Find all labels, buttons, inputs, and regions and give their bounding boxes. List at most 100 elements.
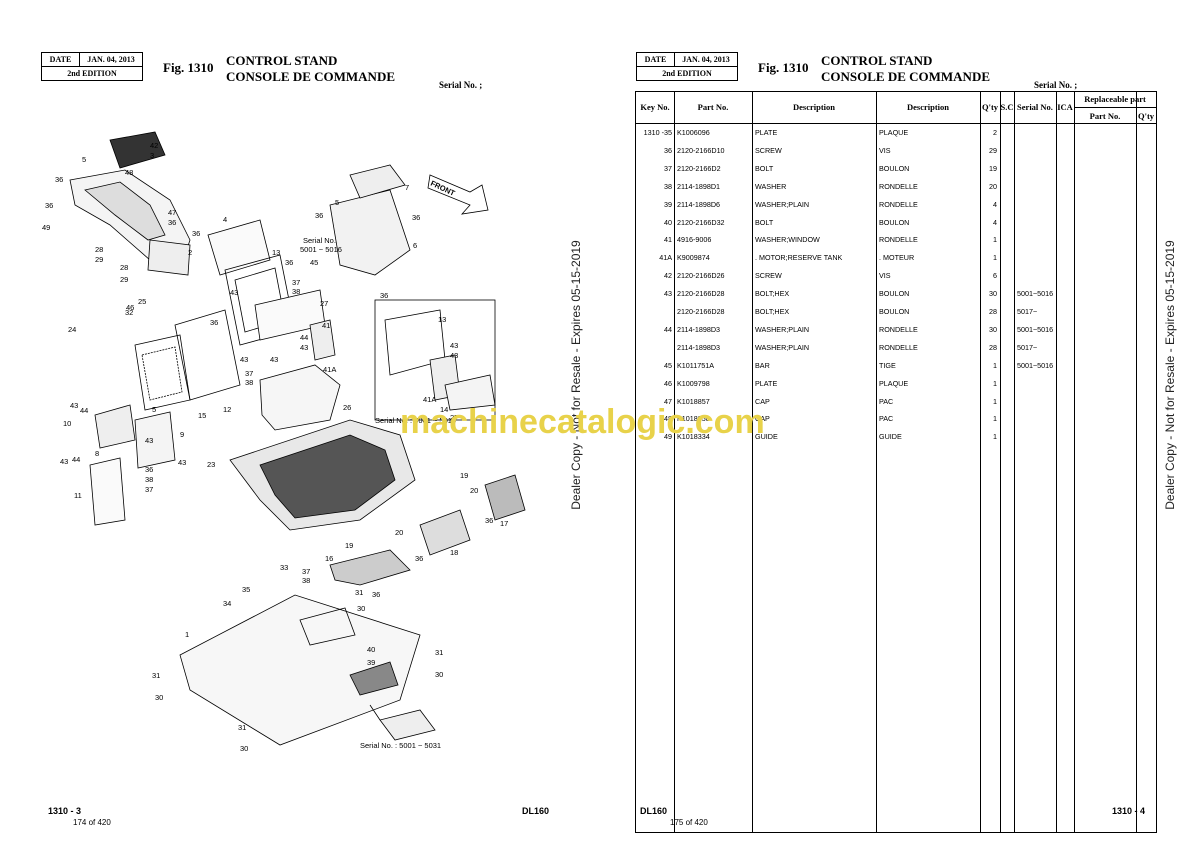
cell-key: 46 [664,378,672,388]
cell-serial: 5017~ [1017,307,1038,316]
callout-41: 41 [322,321,330,330]
cell-key: 40 [664,217,672,227]
callout-25: 25 [138,297,146,306]
col-ica: ICA [1057,102,1073,112]
left-model: DL160 [522,806,550,816]
callout-45: 45 [310,258,318,267]
date-value-r: JAN. 04, 2013 [682,55,730,64]
cell-desc: GUIDE [755,432,778,442]
cell-qty: 30 [989,289,997,299]
callout-43c: 43 [270,355,278,364]
callout-17: 17 [500,519,508,528]
cell-key: 38 [664,181,672,191]
callout-8: 8 [95,449,99,458]
callout-23: 23 [207,460,215,469]
callout-40: 40 [367,645,375,654]
callout-36c: 36 [168,218,176,227]
parts-table: Key No. Part No. Description Description… [635,91,1157,833]
callout-44b: 44 [80,406,88,415]
cell-qty: 1 [993,414,997,424]
cell-key: 41 [664,235,672,245]
cell-qty: 1 [993,253,997,263]
callout-38a: 38 [292,287,300,296]
cell-qty: 29 [989,145,997,155]
cell-key: 49 [664,432,672,442]
callout-30d: 30 [240,744,248,753]
callout-39: 39 [367,658,375,667]
callout-44c: 44 [72,455,80,464]
cell-desc: WASHER;PLAIN [755,199,810,209]
cell-key: 42 [664,271,672,281]
cell-desc: . MOTOR;RESERVE TANK [755,253,843,263]
callout-35: 35 [242,585,250,594]
callout-43e: 43 [450,341,458,350]
callout-32: 32 [125,308,133,317]
callout-7: 7 [405,183,409,192]
callout-6: 6 [413,241,417,250]
cell-desc: SCREW [755,271,782,281]
callout-5b: 5 [335,198,339,207]
cell-key: 48 [664,414,672,424]
cell-key: 47 [664,396,672,406]
right-model: DL160 [640,806,668,816]
callout-43a: 43 [230,288,238,297]
cell-part: K1006096 [677,128,710,137]
callout-4: 4 [223,215,227,224]
left-title-fr: CONSOLE DE COMMANDE [226,69,396,84]
callout-13: 13 [272,248,280,257]
control-stand-exploded-diagram: 5 42 3 48 36 36 49 47 36 28 29 28 29 2 4… [42,131,526,753]
serial-note-a2: 5001 ~ 5016 [300,245,342,254]
cell-desc_fr: PLAQUE [879,128,909,137]
cell-key: 1310 -35 [643,128,672,137]
callout-49: 49 [42,223,50,232]
callout-43h: 43 [145,436,153,445]
left-page-count: 174 of 420 [73,818,111,827]
callout-46-label: 46 [126,303,134,312]
callout-20a: 20 [470,486,478,495]
right-fig-title: CONTROL STAND CONSOLE DE COMMANDE [821,53,990,85]
callout-36g: 36 [412,213,420,222]
callout-36h: 36 [380,291,388,300]
date-label: DATE [42,53,80,66]
cell-desc_fr: BOULON [879,289,910,299]
callout-36f: 36 [315,211,323,220]
callout-48: 48 [125,168,133,177]
callout-27b: 27 [450,413,458,422]
cell-part: K9009874 [677,253,710,263]
col-qty: Q'ty [981,102,999,112]
callout-19b: 19 [345,541,353,550]
cell-desc: SCREW [755,145,782,155]
cell-part: 2114-1898D3 [677,342,721,352]
callout-29b: 29 [120,275,128,284]
callout-36m: 36 [372,590,380,599]
left-fig-title: CONTROL STAND CONSOLE DE COMMANDE [226,53,395,85]
cell-key: 39 [664,199,672,209]
col-replaceable: Replaceable part [1084,94,1146,104]
callout-41a: 41A [323,365,336,374]
cell-qty: 28 [989,307,997,316]
cell-desc: BOLT;HEX [755,289,790,299]
callout-11: 11 [74,491,82,500]
col-description-fr: Description [906,102,950,112]
callout-5: 5 [82,155,86,164]
cell-desc_fr: PAC [879,396,894,406]
cell-qty: 1 [993,378,997,388]
edition-label-r: 2nd EDITION [662,69,712,78]
cell-key: 36 [664,145,672,155]
callout-43j: 43 [60,457,68,466]
callout-43i: 43 [178,458,186,467]
serial-note-b: Serial No. : 5001 ~ 5016 [375,416,456,425]
right-title-en: CONTROL STAND [821,53,933,68]
cell-desc: CAP [755,396,770,406]
cell-desc_fr: RONDELLE [879,181,918,191]
callout-2: 2 [188,248,192,257]
callout-36e: 36 [285,258,293,267]
callout-14: 14 [440,405,448,414]
cell-desc_fr: GUIDE [879,432,902,442]
callout-37c: 37 [145,485,153,494]
cell-desc: CAP [755,414,770,424]
callout-36k: 36 [485,516,493,525]
callout-36j: 36 [145,465,153,474]
